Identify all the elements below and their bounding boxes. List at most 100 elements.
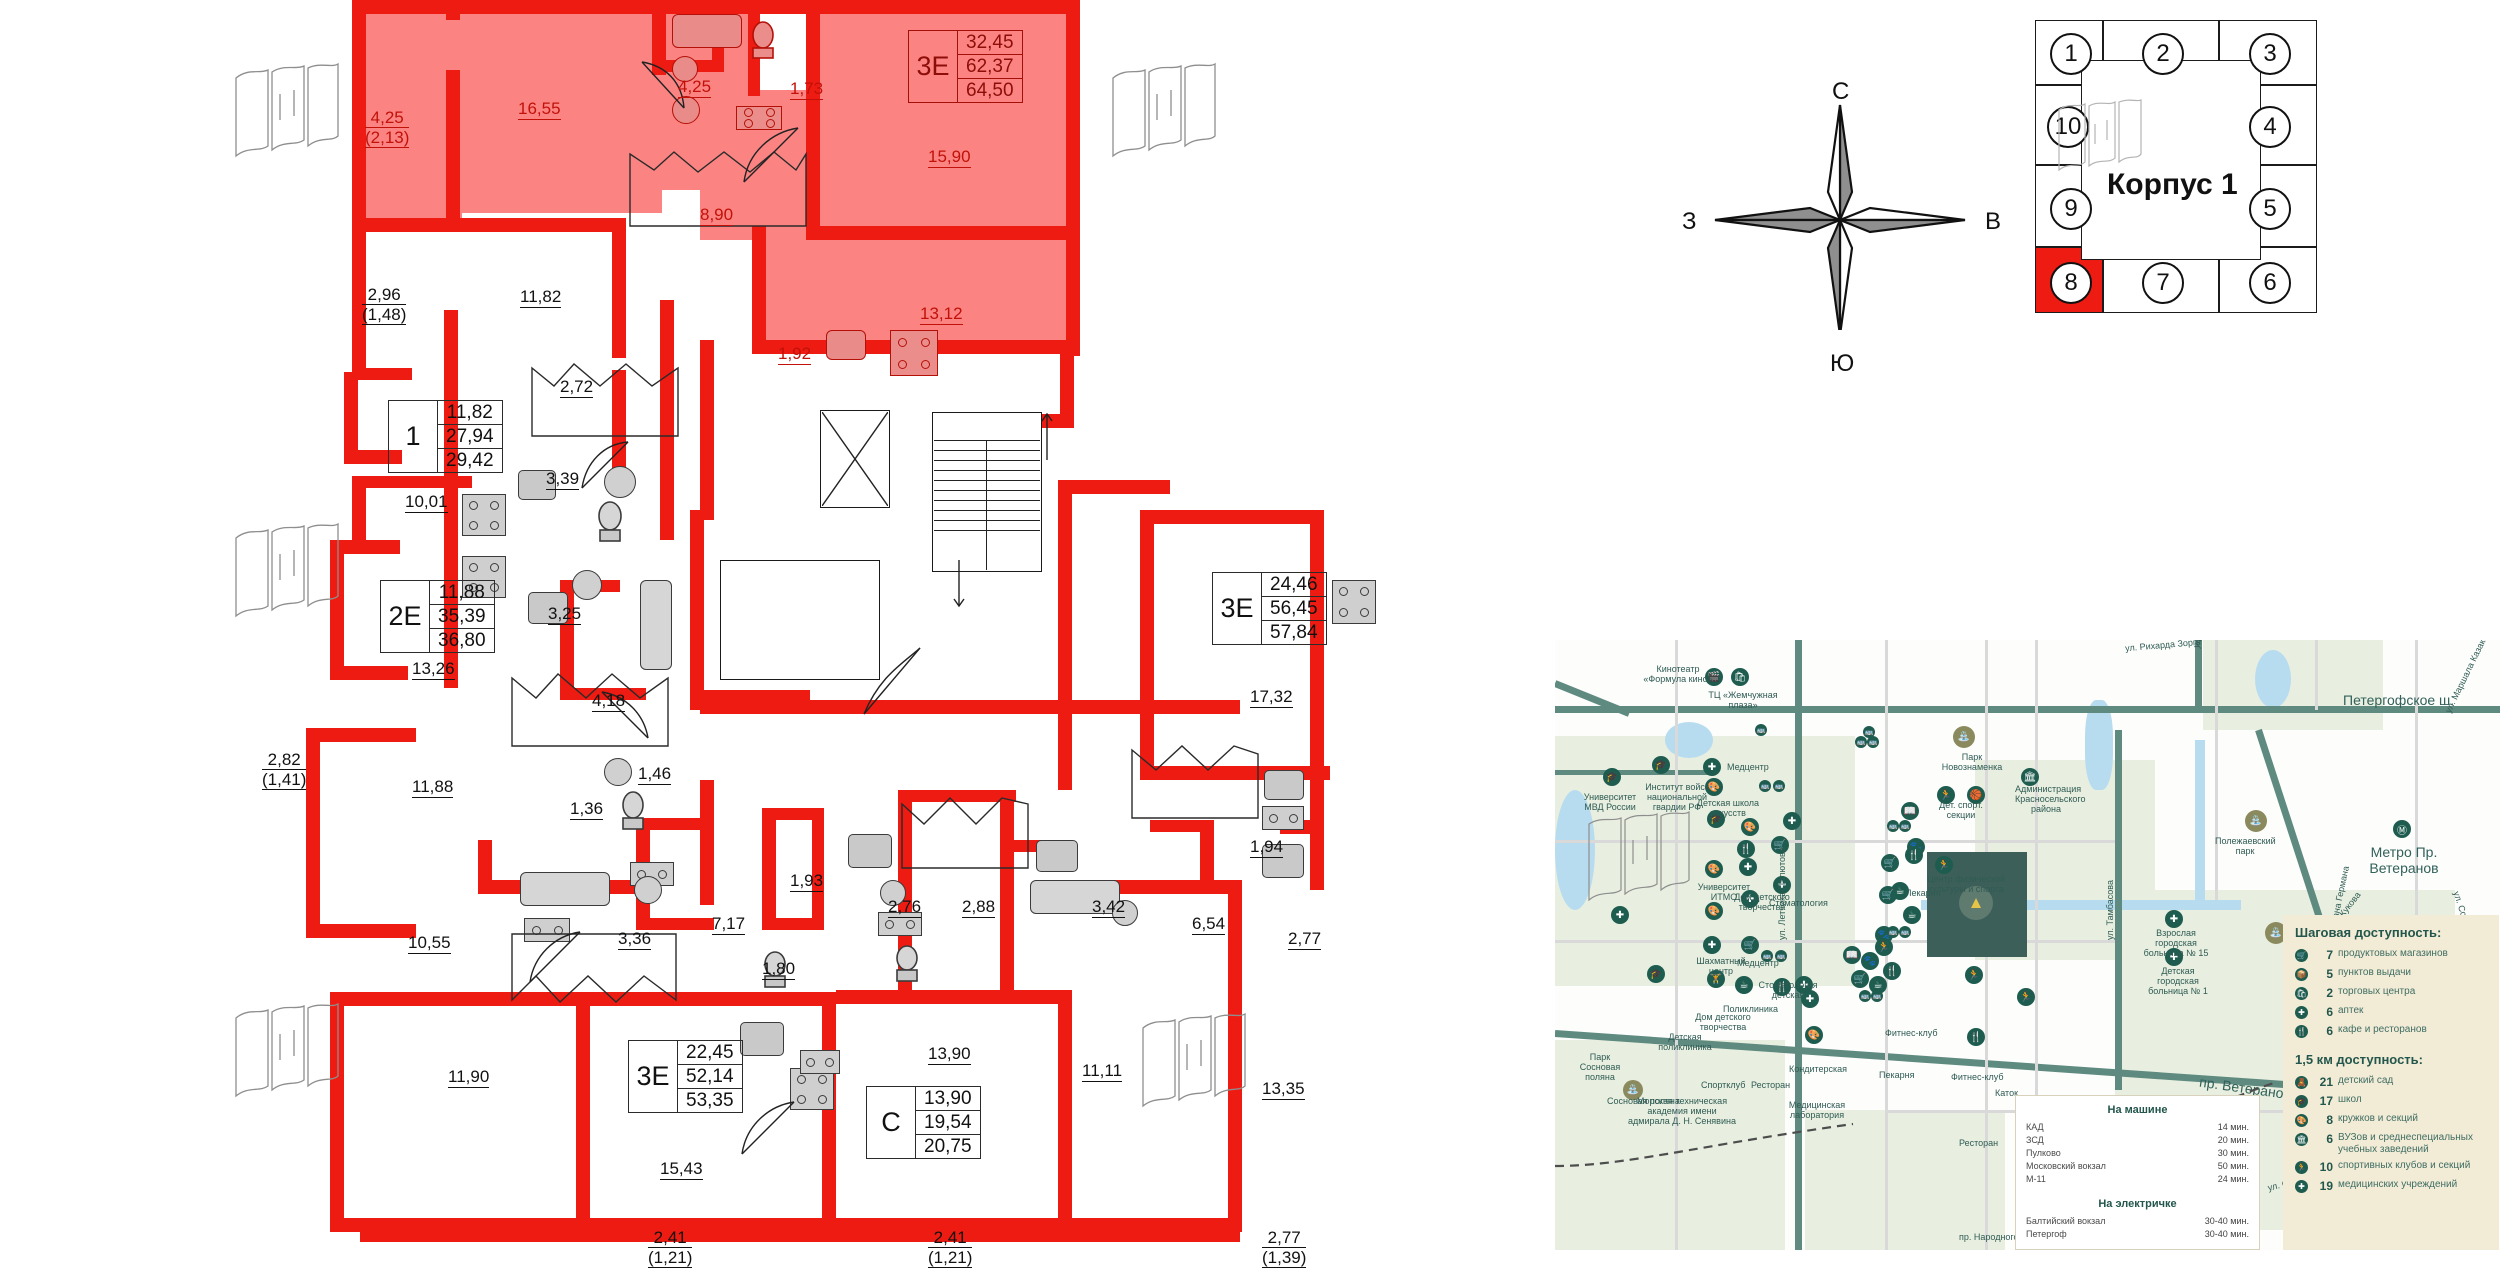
- poi-bus-icon[interactable]: 🚌: [1761, 950, 1773, 962]
- poi-mall-icon[interactable]: 🛍: [1731, 668, 1749, 686]
- poi-university-icon[interactable]: 🎓: [1652, 756, 1670, 774]
- poi-cart-icon[interactable]: 🛒: [1741, 936, 1759, 954]
- poi-bus-icon[interactable]: 🚌: [1899, 820, 1911, 832]
- keyplan-number-8[interactable]: 8: [2050, 262, 2092, 304]
- poi-bus-icon[interactable]: 🚌: [1759, 780, 1771, 792]
- poi-medical-icon[interactable]: ✚: [1801, 990, 1819, 1008]
- poi-cart-icon[interactable]: 🛒: [1881, 854, 1899, 872]
- wall: [762, 808, 776, 928]
- poi-metro-icon[interactable]: Ⓜ: [2393, 820, 2411, 838]
- transit-row: ЗСД 20 мин.: [2026, 1134, 2249, 1147]
- wall: [1310, 510, 1324, 890]
- legend-label: кружков и секций: [2338, 1113, 2418, 1124]
- poi-cinema-icon[interactable]: 🎬: [1705, 668, 1723, 686]
- poi-book-icon[interactable]: 📖: [1901, 802, 1919, 820]
- legend-label: спортивных клубов и секций: [2338, 1160, 2471, 1171]
- poi-university-icon[interactable]: 🎓: [1647, 965, 1665, 983]
- cooktop-icon: [1262, 806, 1304, 830]
- poi-bus-icon[interactable]: 🚌: [1887, 820, 1899, 832]
- wall: [612, 218, 626, 358]
- poi-university-icon[interactable]: 🎓: [1603, 768, 1621, 786]
- wall: [352, 476, 366, 548]
- wall: [446, 0, 460, 20]
- poi-gym-icon[interactable]: 🏃: [1875, 938, 1893, 956]
- apartment-stamp: 3E 22,45 52,14 53,35: [628, 1040, 743, 1113]
- legend-item: 🛒 7 продуктовых магазинов: [2295, 948, 2487, 962]
- poi-bus-icon[interactable]: 🚌: [1899, 926, 1911, 938]
- keyplan-number-6[interactable]: 6: [2249, 262, 2291, 304]
- poi-restaurant-icon[interactable]: 🍴: [1967, 1028, 1985, 1046]
- sink-icon: [1264, 770, 1304, 800]
- poi-gym-icon[interactable]: 🏃: [1937, 786, 1955, 804]
- room-area-label: 2,41 (1,21): [648, 1228, 693, 1268]
- poi-art-icon[interactable]: 🎨: [1705, 902, 1723, 920]
- poi-medical-icon[interactable]: ✚: [1739, 858, 1757, 876]
- sink-icon: [634, 876, 662, 904]
- wall: [636, 918, 714, 930]
- poi-bus-icon[interactable]: 🚌: [1855, 736, 1867, 748]
- poi-bus-icon[interactable]: 🚌: [1775, 950, 1787, 962]
- legend-count: 2: [2326, 986, 2333, 1000]
- room-area-label: 13,35: [1262, 1079, 1305, 1100]
- poi-cafe-icon[interactable]: ☕: [1903, 906, 1921, 924]
- poi-restaurant-icon[interactable]: 🍴: [1883, 962, 1901, 980]
- poi-bus-icon[interactable]: 🚌: [1887, 926, 1899, 938]
- poi-medical-icon[interactable]: ✚: [1795, 976, 1813, 994]
- poi-sport-icon[interactable]: 🏀: [1967, 786, 1985, 804]
- poi-cart-icon[interactable]: 🛒: [1879, 886, 1897, 904]
- poi-cart-icon[interactable]: 🛒: [1771, 836, 1789, 854]
- poi-pet-icon[interactable]: 🐾: [1861, 952, 1879, 970]
- poi-medical-icon[interactable]: ✚: [1703, 758, 1721, 776]
- keyplan-number-3[interactable]: 3: [2249, 33, 2291, 75]
- wall: [330, 540, 344, 680]
- map-green-area: [1555, 1040, 1785, 1250]
- poi-art-icon[interactable]: 🎨: [1805, 1026, 1823, 1044]
- poi-cafe-icon[interactable]: ☕: [1735, 976, 1753, 994]
- map-place-label: Парк Новознаменка: [1941, 752, 2003, 772]
- poi-university-icon[interactable]: 🎓: [1707, 810, 1725, 828]
- poi-medical-icon[interactable]: ✚: [1773, 876, 1791, 894]
- poi-medical-icon[interactable]: ✚: [1783, 812, 1801, 830]
- keyplan-number-7[interactable]: 7: [2142, 262, 2184, 304]
- map-place-label: Детская школа искусств: [1696, 798, 1760, 818]
- poi-medical-icon[interactable]: ✚: [1741, 890, 1759, 908]
- sink-icon: [1262, 844, 1304, 878]
- keyplan-number-1[interactable]: 1: [2050, 33, 2092, 75]
- poi-cafe-icon[interactable]: ☕: [1869, 976, 1887, 994]
- keyplan-number-5[interactable]: 5: [2249, 188, 2291, 230]
- poi-bus-icon[interactable]: 🚌: [1867, 736, 1879, 748]
- poi-medical-icon[interactable]: ✚: [2165, 910, 2183, 928]
- legend-label: школ: [2338, 1094, 2362, 1105]
- poi-restaurant-icon[interactable]: 🍴: [1773, 978, 1791, 996]
- map-street: [2415, 640, 2418, 1040]
- door-swing: [740, 1100, 796, 1161]
- poi-art-icon[interactable]: 🎨: [1705, 778, 1723, 796]
- poi-restaurant-icon[interactable]: 🍴: [1737, 840, 1755, 858]
- poi-bus-icon[interactable]: 🚌: [1755, 724, 1767, 736]
- poi-admin-icon[interactable]: 🏛: [2021, 768, 2039, 786]
- poi-medical-icon[interactable]: ✚: [1703, 936, 1721, 954]
- wall: [330, 666, 408, 680]
- poi-book-icon[interactable]: 📖: [1843, 946, 1861, 964]
- poi-gym-icon[interactable]: 🏃: [1965, 966, 1983, 984]
- keyplan-number-2[interactable]: 2: [2142, 33, 2184, 75]
- poi-restaurant-icon[interactable]: 🍴: [1905, 846, 1923, 864]
- transit-destination: Балтийский вокзал: [2026, 1216, 2106, 1227]
- poi-sport-icon[interactable]: 🏋: [1707, 970, 1725, 988]
- poi-bus-icon[interactable]: 🚌: [1773, 780, 1785, 792]
- poi-art-icon[interactable]: 🎨: [1705, 860, 1723, 878]
- keyplan-number-4[interactable]: 4: [2249, 106, 2291, 148]
- poi-bus-icon[interactable]: 🚌: [1871, 990, 1883, 1002]
- transit-row: Балтийский вокзал 30-40 мин.: [2026, 1215, 2249, 1228]
- wall: [560, 688, 646, 700]
- keyplan-number-9[interactable]: 9: [2050, 188, 2092, 230]
- wall: [690, 510, 704, 710]
- poi-medical-icon[interactable]: ✚: [2165, 948, 2183, 966]
- poi-gym-icon[interactable]: 🏃: [1935, 856, 1953, 874]
- poi-gym-icon[interactable]: 🏃: [2017, 988, 2035, 1006]
- poi-bus-icon[interactable]: 🚌: [1863, 726, 1875, 738]
- poi-cart-icon[interactable]: 🛒: [1851, 970, 1869, 988]
- poi-medical-icon[interactable]: ✚: [1611, 906, 1629, 924]
- poi-art-icon[interactable]: 🎨: [1741, 818, 1759, 836]
- poi-bus-icon[interactable]: 🚌: [1859, 990, 1871, 1002]
